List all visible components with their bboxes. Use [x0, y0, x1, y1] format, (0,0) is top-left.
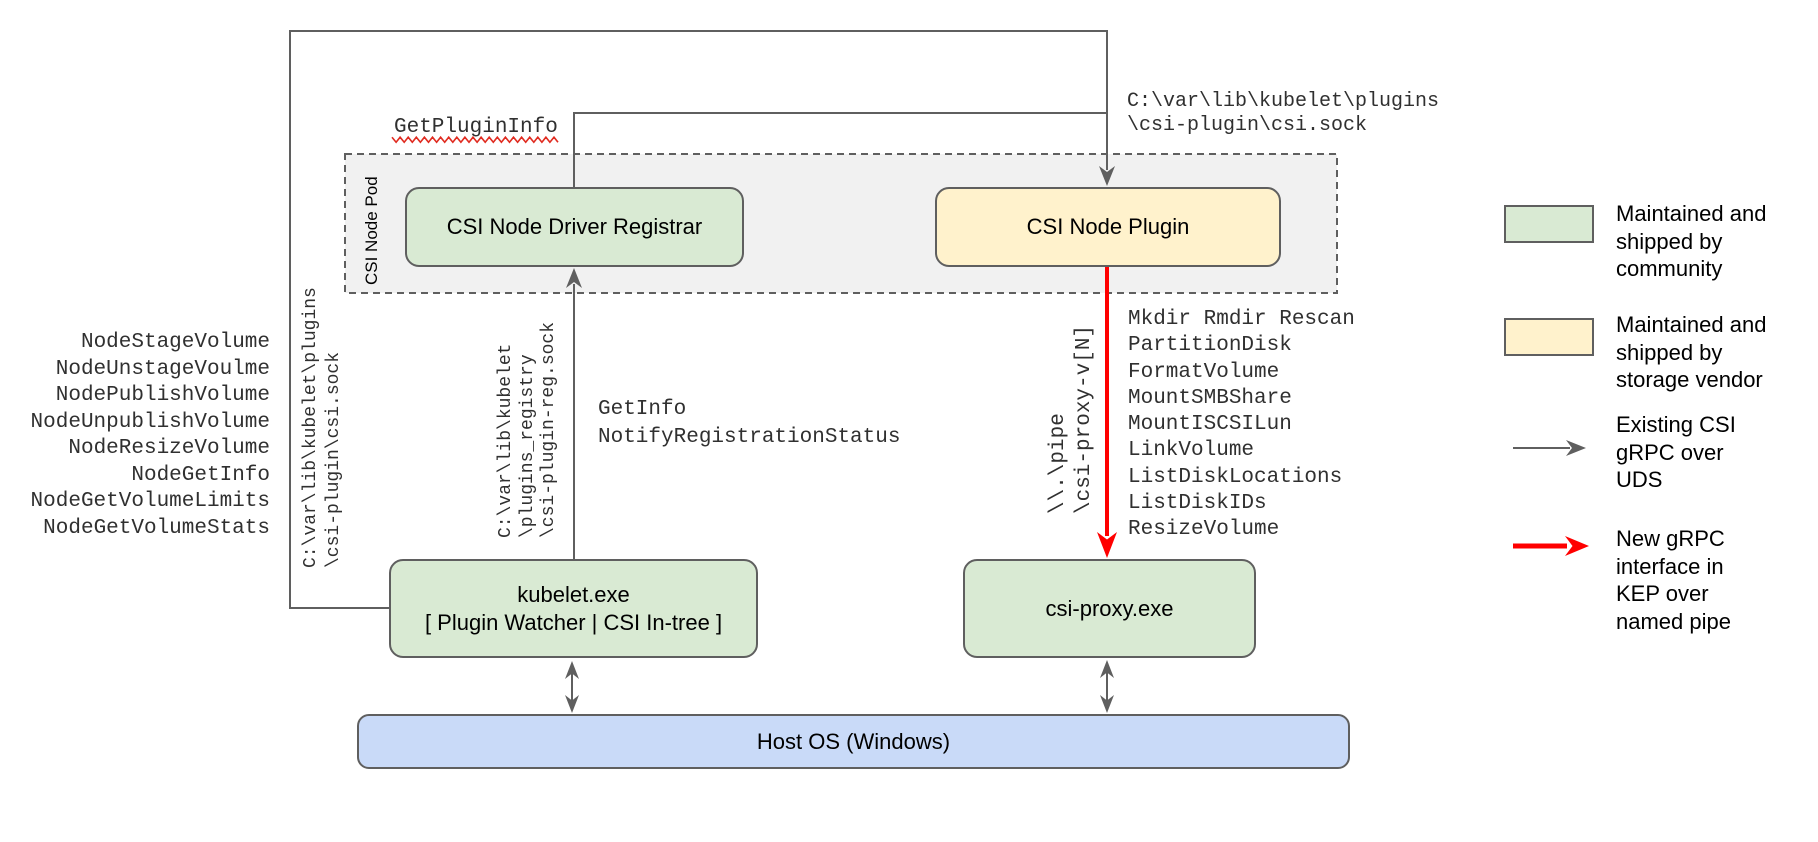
- legend-vendor-swatch: [1504, 318, 1594, 356]
- legend-vendor-label: Maintained and shipped by storage vendor: [1616, 312, 1767, 392]
- legend-community-swatch: [1504, 205, 1594, 243]
- kubelet-box: kubelet.exe [ Plugin Watcher | CSI In-tr…: [389, 559, 758, 658]
- kubelet-label: kubelet.exe: [517, 581, 630, 607]
- csi-node-pod-label: CSI Node Pod: [362, 176, 381, 285]
- kubelet-host-arrowhead-up: [565, 661, 579, 679]
- reg-sock-vertical-label: C:\var\lib\kubelet \plugins_registry \cs…: [496, 321, 559, 538]
- kubelet-sublabel: [ Plugin Watcher | CSI In-tree ]: [424, 609, 723, 635]
- pipe-vertical-label: \\.\pipe \csi-proxy-v[N]: [1047, 324, 1096, 514]
- csi-proxy-label: csi-proxy.exe: [1045, 595, 1174, 621]
- plugin-to-proxy-arrowhead: [1097, 532, 1117, 558]
- kubelet-to-plugin-line: [289, 30, 1108, 609]
- legend-uds-label: Existing CSI gRPC over UDS: [1616, 412, 1736, 492]
- legend-community-label: Maintained and shipped by community: [1616, 201, 1767, 281]
- csi-sock-path-top-label: C:\var\lib\kubelet\plugins \csi-plugin\c…: [1127, 90, 1440, 137]
- getplugininfo-label: GetPluginInfo: [394, 116, 558, 139]
- kubelet-host-arrowhead-down: [565, 695, 579, 713]
- node-calls-list: NodeStageVolume NodeUnstageVoulme NodePu…: [30, 331, 270, 540]
- registrar-getplugininfo-line: [573, 112, 1107, 187]
- proxy-calls-list: Mkdir Rmdir Rescan PartitionDisk FormatV…: [1128, 308, 1355, 542]
- getplugininfo-squiggle: [391, 135, 559, 144]
- csi-proxy-box: csi-proxy.exe: [963, 559, 1256, 658]
- legend-uds-arrowhead: [1566, 440, 1586, 456]
- csi-sock-vertical-label: C:\var\lib\kubelet\plugins \csi-plugin\c…: [301, 287, 344, 568]
- csi-node-plugin-box: CSI Node Plugin: [935, 187, 1281, 267]
- kubelet-to-registrar-arrowhead: [566, 268, 582, 288]
- csi-node-plugin-label: CSI Node Plugin: [1026, 214, 1190, 239]
- kubelet-to-plugin-arrowhead: [1099, 166, 1115, 186]
- host-os-label: Host OS (Windows): [756, 728, 951, 754]
- host-os-box: Host OS (Windows): [357, 714, 1350, 769]
- csi-node-driver-registrar-label: CSI Node Driver Registrar: [446, 214, 703, 239]
- csi-node-driver-registrar-box: CSI Node Driver Registrar: [405, 187, 744, 267]
- legend-pipe-arrowhead: [1565, 536, 1589, 556]
- proxy-host-arrowhead-up: [1100, 660, 1114, 678]
- legend-pipe-label: New gRPC interface in KEP over named pip…: [1616, 526, 1731, 634]
- registration-calls-label: GetInfo NotifyRegistrationStatus: [598, 398, 901, 449]
- proxy-host-arrowhead-down: [1100, 695, 1114, 713]
